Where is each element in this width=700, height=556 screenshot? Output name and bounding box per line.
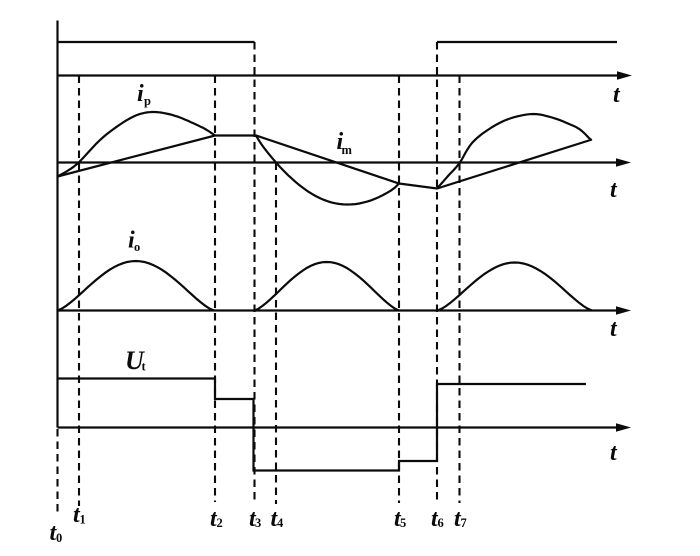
svg-text:t: t — [431, 506, 439, 532]
svg-text:t: t — [210, 506, 218, 532]
svg-text:o: o — [134, 240, 140, 254]
svg-text:t: t — [610, 177, 618, 203]
svg-text:i: i — [137, 81, 144, 107]
svg-text:t: t — [610, 440, 618, 466]
svg-text:t: t — [613, 82, 621, 108]
svg-text:p: p — [144, 94, 151, 108]
svg-text:t: t — [271, 506, 279, 532]
svg-text:t: t — [142, 360, 147, 374]
svg-text:6: 6 — [438, 516, 444, 530]
svg-text:3: 3 — [255, 516, 261, 530]
svg-text:i: i — [337, 129, 344, 155]
svg-text:i: i — [128, 228, 135, 254]
svg-text:0: 0 — [56, 531, 62, 545]
svg-text:m: m — [342, 143, 353, 157]
svg-text:t: t — [249, 506, 257, 532]
svg-text:t: t — [610, 316, 618, 342]
svg-text:4: 4 — [277, 516, 284, 530]
svg-text:t: t — [454, 506, 462, 532]
svg-text:2: 2 — [217, 516, 223, 530]
svg-text:7: 7 — [461, 516, 467, 530]
svg-text:1: 1 — [80, 513, 86, 527]
svg-text:t: t — [73, 502, 81, 528]
svg-text:5: 5 — [400, 516, 406, 530]
svg-text:t: t — [50, 520, 58, 546]
svg-text:t: t — [394, 506, 402, 532]
svg-text:U: U — [125, 346, 145, 375]
